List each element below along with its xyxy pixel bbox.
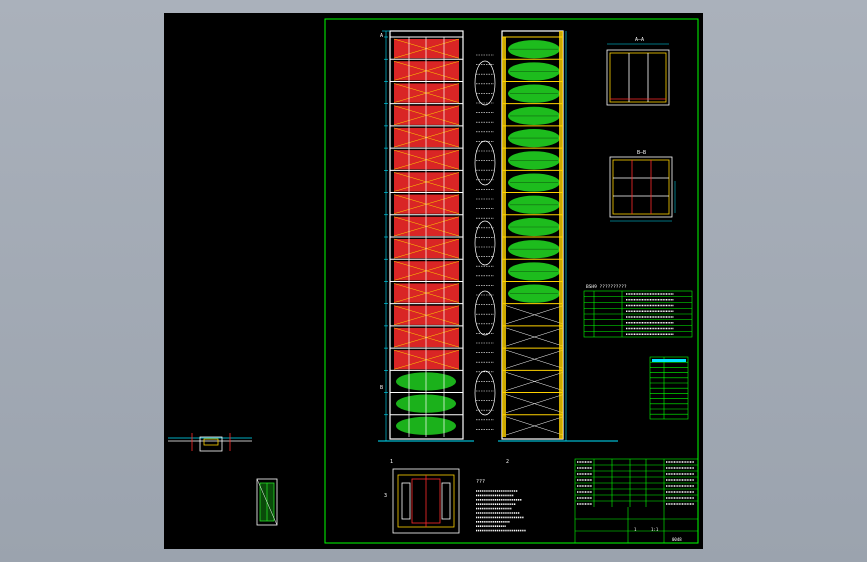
level-annotations: [474, 54, 496, 430]
front-level: [384, 36, 463, 60]
section-bb-label: B—B: [637, 150, 646, 156]
side-level: [502, 236, 563, 260]
front-level: [384, 236, 463, 260]
section-aa-label: A—A: [635, 37, 644, 43]
marker-b: B: [380, 385, 383, 391]
side-level: [502, 80, 563, 104]
front-level: [384, 258, 463, 282]
section-aa-view: [606, 43, 670, 106]
side-level: [502, 303, 564, 326]
side-column: [559, 31, 563, 439]
side-level: [502, 36, 563, 60]
side-level: [502, 280, 563, 304]
side-level: [502, 192, 563, 215]
front-level: [384, 80, 463, 104]
front-level: [384, 214, 463, 237]
side-level: [502, 147, 563, 171]
front-level: [384, 392, 463, 415]
marker-a: A: [380, 33, 383, 39]
marker-2: 2: [506, 459, 509, 465]
side-level: [502, 103, 563, 126]
title-block-sheet: 1: [634, 527, 637, 532]
front-level: [384, 347, 463, 371]
side-level: [502, 258, 563, 282]
technical-notes: [476, 490, 526, 532]
annotation-bubble: [474, 220, 496, 266]
annotation-bubble: [474, 140, 496, 186]
base-plan: [392, 468, 460, 534]
foundation-detail: [168, 433, 252, 452]
front-level: [384, 58, 463, 82]
side-level: [502, 125, 563, 149]
side-level: [502, 369, 564, 393]
annotation-bubble: [474, 370, 496, 416]
marker-3: 3: [384, 493, 387, 499]
front-level: [384, 169, 463, 193]
section-bb-view: [609, 156, 676, 222]
annotation-bubble: [474, 290, 496, 336]
cad-drawing: A—A B—B A B 1 2 3 BSH9 ?????????? ??? 1:…: [168, 18, 699, 544]
drawing-border: [324, 18, 699, 544]
title-block-drawing-no: 0048: [672, 537, 682, 542]
side-level: [502, 325, 564, 349]
front-level: [384, 192, 463, 215]
front-dimension-line: [382, 30, 390, 442]
cad-viewport[interactable]: A—A B—B A B 1 2 3 BSH9 ?????????? ??? 1:…: [164, 13, 703, 549]
pit-plan-detail: [256, 478, 278, 526]
marker-1: 1: [390, 459, 393, 465]
front-level: [384, 103, 463, 126]
front-level: [384, 147, 463, 171]
front-elevation-tower: [378, 30, 474, 442]
side-level: [502, 392, 564, 415]
front-level: [384, 280, 463, 304]
front-level: [384, 125, 463, 149]
side-level: [502, 214, 563, 237]
front-level: [384, 325, 463, 349]
parameter-table: [583, 290, 693, 338]
title-block-scale: 1:1: [651, 527, 659, 532]
side-level: [502, 58, 563, 82]
annotation-bubble: [474, 60, 496, 106]
front-level: [384, 303, 463, 326]
front-level: [384, 369, 463, 393]
side-elevation-levels: [502, 31, 564, 439]
parameter-table-title: BSH9 ??????????: [586, 284, 627, 290]
title-block: [574, 458, 699, 544]
side-level: [502, 414, 564, 437]
notes-title: ???: [476, 479, 485, 485]
component-table: [649, 356, 689, 420]
front-elevation-levels: [384, 36, 463, 437]
front-level: [384, 414, 463, 437]
side-level: [502, 169, 563, 193]
side-elevation-tower: [498, 30, 618, 442]
side-level: [502, 347, 564, 371]
